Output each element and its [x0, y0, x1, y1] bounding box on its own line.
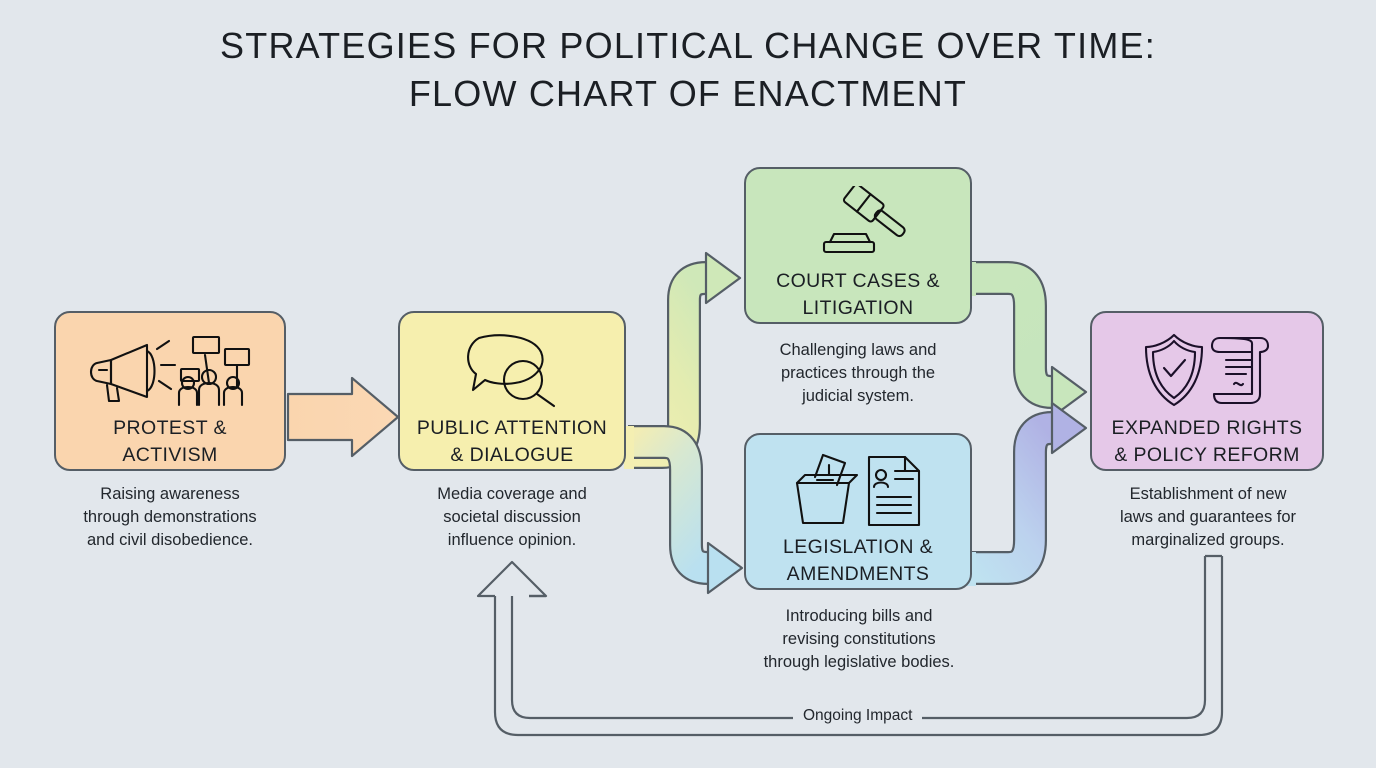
gavel-icon — [808, 185, 908, 264]
node-public-attention[interactable]: PUBLIC ATTENTION & DIALOGUE — [398, 311, 626, 471]
connector-court-to-rights — [966, 261, 1088, 419]
caption-public-attention-line2: societal discussion — [443, 508, 581, 526]
title-line-1: Strategies for Political Change Over Tim… — [220, 25, 1156, 66]
caption-legislation: Introducing bills and revising constitut… — [734, 605, 984, 674]
node-protest-label: PROTEST & ACTIVISM — [105, 415, 235, 469]
node-expanded-rights-label-line1: EXPANDED RIGHTS — [1111, 417, 1303, 439]
node-court-cases[interactable]: COURT CASES & LITIGATION — [744, 167, 972, 324]
node-protest[interactable]: PROTEST & ACTIVISM — [54, 311, 286, 471]
page-title: Strategies for Political Change Over Tim… — [0, 22, 1376, 118]
ongoing-impact-label: Ongoing Impact — [793, 707, 923, 725]
ballot-box-and-document-icon — [793, 451, 923, 530]
node-court-cases-label: COURT CASES & LITIGATION — [768, 268, 948, 322]
caption-public-attention-line3: influence opinion. — [447, 531, 577, 549]
caption-public-attention: Media coverage and societal discussion i… — [390, 483, 634, 552]
node-public-attention-label-line2: & DIALOGUE — [450, 444, 574, 466]
caption-legislation-line3: through legislative bodies. — [763, 653, 955, 671]
node-legislation[interactable]: LEGISLATION & AMENDMENTS — [744, 433, 972, 590]
caption-court-cases-line3: judicial system. — [802, 387, 914, 405]
caption-legislation-line1: Introducing bills and — [785, 607, 933, 625]
caption-protest-line1: Raising awareness — [100, 485, 240, 503]
caption-court-cases-line1: Challenging laws and — [779, 341, 937, 359]
caption-expanded-rights-line3: marginalized groups. — [1131, 531, 1285, 549]
connector-public-to-legislation — [624, 425, 744, 595]
node-court-cases-label-line1: COURT CASES & — [776, 270, 940, 292]
caption-protest: Raising awareness through demonstrations… — [44, 483, 296, 552]
node-public-attention-label: PUBLIC ATTENTION & DIALOGUE — [409, 415, 615, 469]
caption-expanded-rights-line1: Establishment of new — [1129, 485, 1287, 503]
caption-court-cases: Challenging laws and practices through t… — [738, 339, 978, 408]
megaphone-and-protesters-icon — [85, 329, 255, 411]
caption-protest-line3: and civil disobedience. — [86, 531, 254, 549]
shield-check-and-scroll-icon — [1142, 329, 1272, 411]
node-public-attention-label-line1: PUBLIC ATTENTION — [416, 417, 608, 439]
caption-court-cases-line2: practices through the — [780, 364, 936, 382]
caption-expanded-rights-line2: laws and guarantees for — [1119, 508, 1297, 526]
node-protest-label-line2: ACTIVISM — [122, 444, 218, 466]
connector-legislation-to-rights — [966, 401, 1088, 586]
speech-bubble-magnifier-icon — [457, 329, 567, 411]
caption-legislation-line2: revising constitutions — [782, 630, 936, 648]
caption-public-attention-line1: Media coverage and — [437, 485, 587, 503]
caption-expanded-rights: Establishment of new laws and guarantees… — [1084, 483, 1332, 552]
node-expanded-rights[interactable]: EXPANDED RIGHTS & POLICY REFORM — [1090, 311, 1324, 471]
caption-protest-line2: through demonstrations — [83, 508, 257, 526]
node-legislation-label-line1: LEGISLATION & — [782, 536, 934, 558]
node-court-cases-label-line2: LITIGATION — [802, 297, 914, 319]
connector-protest-to-public — [286, 376, 400, 458]
node-legislation-label-line2: AMENDMENTS — [786, 563, 930, 585]
title-line-2: Flow Chart of Enactment — [408, 73, 968, 114]
node-legislation-label: LEGISLATION & AMENDMENTS — [775, 534, 941, 588]
node-expanded-rights-label-line2: & POLICY REFORM — [1114, 444, 1300, 466]
node-expanded-rights-label: EXPANDED RIGHTS & POLICY REFORM — [1104, 415, 1311, 469]
node-protest-label-line1: PROTEST & — [113, 417, 227, 439]
